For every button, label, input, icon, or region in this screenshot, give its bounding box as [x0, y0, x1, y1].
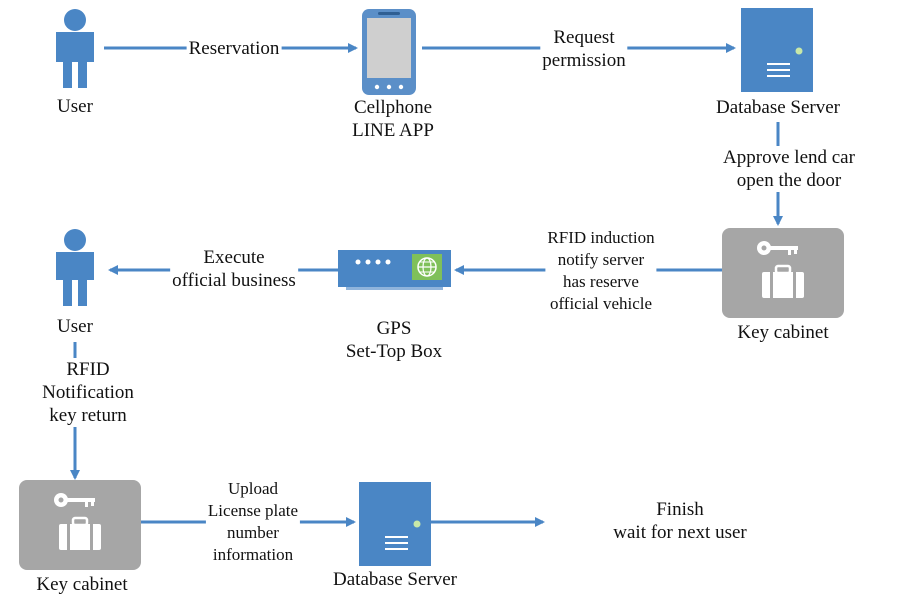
- request-permission-label: Request permission: [540, 26, 628, 72]
- finish-label: Finish wait for next user: [613, 499, 747, 543]
- key-cabinet-2-label: Key cabinet: [36, 574, 128, 595]
- user-1-label: User: [57, 96, 93, 117]
- execute-label: Execute official business: [170, 246, 298, 292]
- gps-box-label: GPS Set-Top Box: [345, 318, 443, 362]
- rfid-induction-label: RFID induction notify server has reserve…: [545, 227, 657, 315]
- server-icon: [741, 8, 813, 92]
- upload-label: Upload License plate number information: [205, 478, 301, 566]
- user-2-label: User: [55, 315, 95, 338]
- reservation-label: Reservation: [186, 37, 282, 60]
- approve-label: Approve lend car open the door: [721, 146, 857, 192]
- user-icon: [56, 229, 94, 306]
- key-cabinet-icon: [722, 228, 844, 318]
- key-cabinet-icon: [19, 480, 141, 570]
- user-icon: [56, 9, 94, 88]
- key-cabinet-1-label: Key cabinet: [737, 322, 829, 343]
- cellphone-label: Cellphone LINE APP: [352, 97, 434, 141]
- gps-set-top-box-icon: [338, 250, 451, 290]
- database-server-1-label: Database Server: [716, 97, 840, 118]
- cellphone-icon: [362, 9, 416, 95]
- server-icon: [359, 482, 431, 566]
- rfid-return-label: RFID Notification key return: [40, 358, 136, 427]
- database-server-2-label: Database Server: [333, 569, 457, 590]
